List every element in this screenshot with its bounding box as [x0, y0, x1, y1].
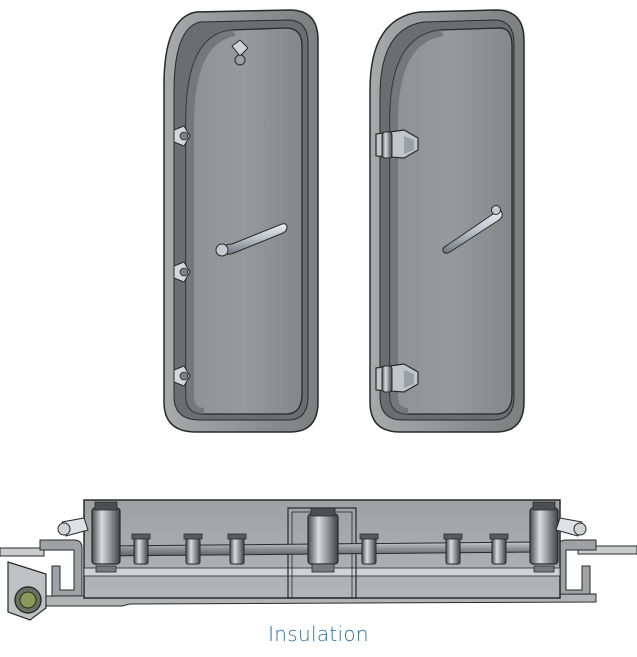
- bulkhead-plate-left: [0, 547, 45, 557]
- figure-caption: Insulation: [268, 622, 369, 646]
- dog-cylinder-right-icon: [529, 501, 559, 573]
- dog-cylinder-left-icon: [91, 501, 121, 573]
- dog-side-upper-icon: [173, 125, 191, 147]
- door-outer-view: [163, 9, 319, 433]
- elbow-fitting-right-icon: [555, 517, 587, 537]
- hinge-upper-icon: [375, 129, 419, 159]
- door-handle-left: [215, 223, 288, 257]
- elbow-fitting-left-icon: [57, 517, 89, 537]
- dog-side-middle-icon: [173, 261, 191, 283]
- dog-top-icon: [231, 39, 249, 66]
- door-hinge-view: [369, 9, 525, 433]
- door-handle-right: [442, 205, 503, 254]
- door-leaf-left: [185, 27, 303, 415]
- dog-side-lower-icon: [173, 365, 191, 387]
- dog-cylinder-center-icon: [307, 507, 339, 573]
- hinge-lower-icon: [375, 363, 419, 393]
- section-hinge-icon: [7, 561, 47, 621]
- door-section-view: [0, 499, 637, 621]
